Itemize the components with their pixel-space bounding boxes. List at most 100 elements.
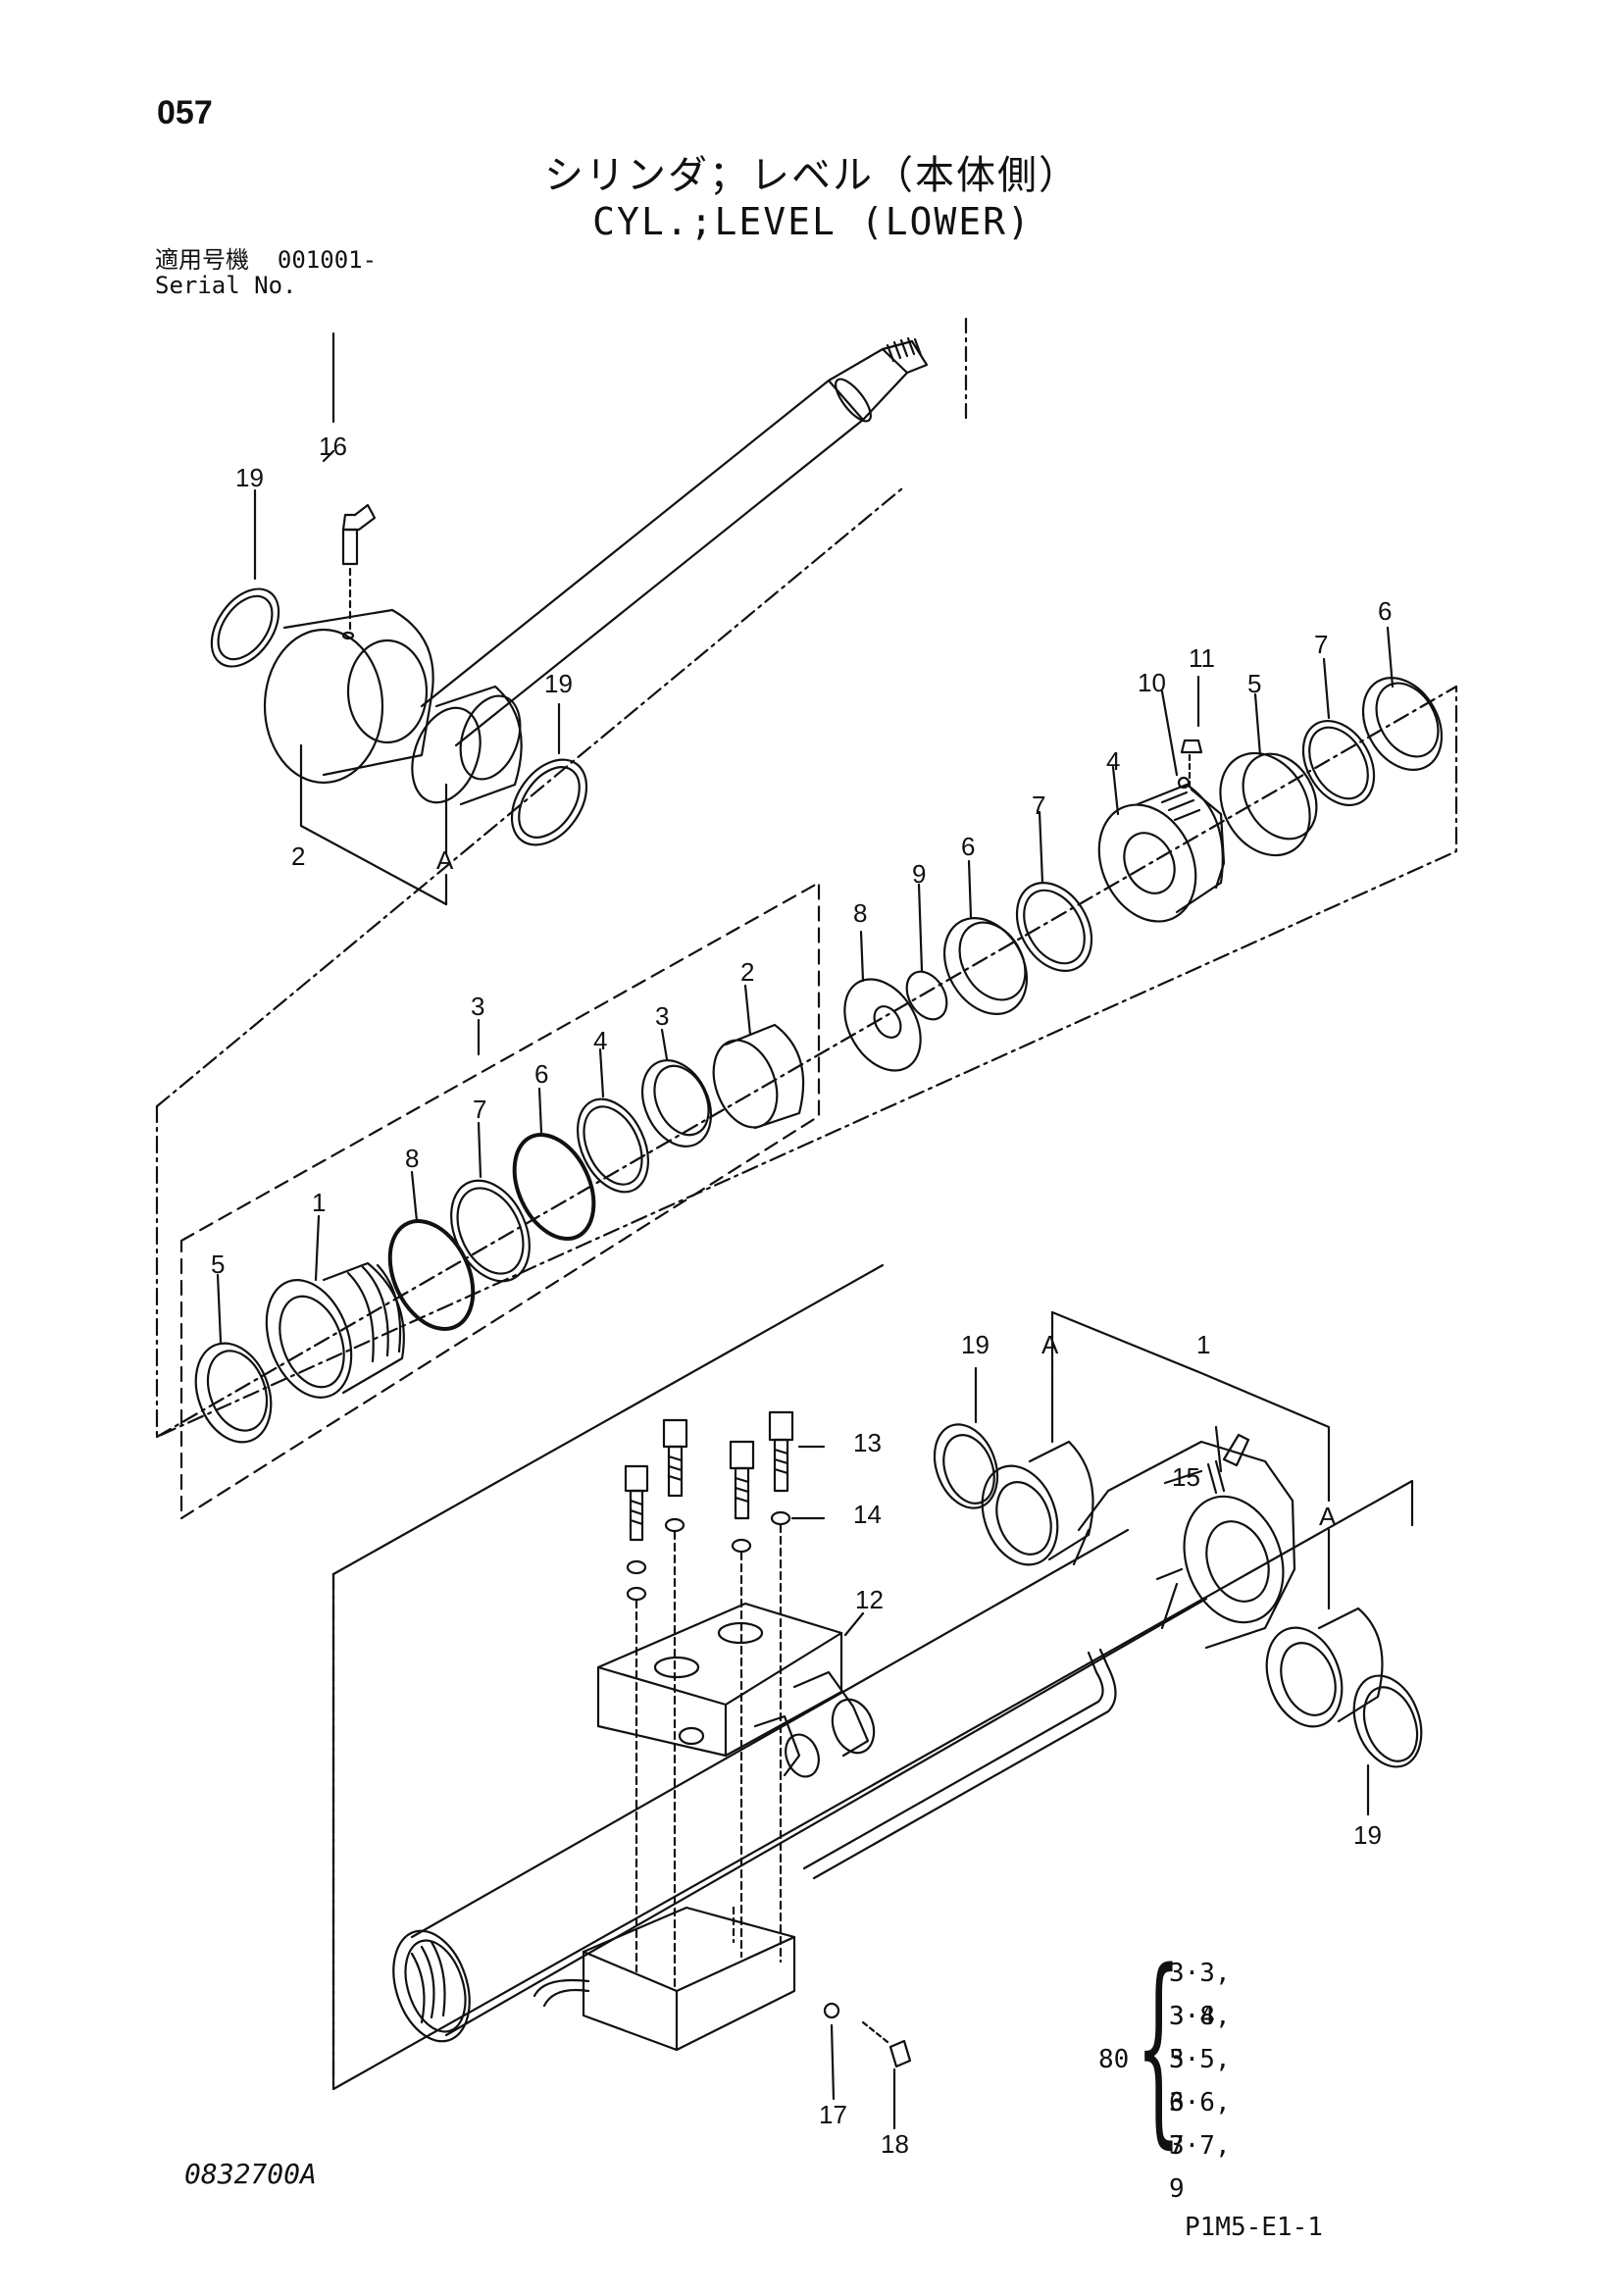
backup-ring-7-upper — [1301, 719, 1376, 807]
callout-3: 3 — [655, 1001, 669, 1031]
dust-seal-19-upper-left — [210, 587, 280, 668]
serial-label-jp: 適用号機 — [155, 246, 249, 274]
callout-7: 7 — [1032, 791, 1045, 820]
o-ring-6-kit — [512, 1133, 596, 1241]
backup-ring-4-kit — [577, 1097, 649, 1194]
kit-item: 3·7, 9 — [1169, 2131, 1231, 2204]
cylinder-tube — [392, 1528, 1208, 2043]
backup-ring-7-mid — [1015, 881, 1093, 973]
callout-13: 13 — [853, 1428, 882, 1457]
bolt-leaders — [634, 1523, 783, 1993]
seal-3-kit — [640, 1059, 713, 1148]
callout-17: 17 — [819, 2100, 847, 2129]
bolt-13-b — [662, 1418, 688, 1533]
bolt-13-d — [768, 1410, 794, 1526]
callout-a: A — [436, 845, 454, 875]
drawing-number: 0832700A — [184, 2158, 317, 2190]
kit-brace: { — [1136, 1926, 1182, 2167]
lower-right-leaders — [974, 1310, 1370, 1816]
callout-19: 19 — [235, 463, 264, 492]
rod-eye-head — [263, 608, 434, 785]
callout-18: 18 — [881, 2129, 909, 2159]
callout-5: 5 — [211, 1250, 225, 1279]
ball-10 — [1177, 776, 1191, 790]
upper-leader-lines — [253, 332, 561, 906]
page-code: P1M5-E1-1 — [1185, 2213, 1323, 2242]
grease-fitting-16 — [341, 503, 377, 632]
kit-number: 80 — [1098, 2045, 1130, 2074]
cylinder-eye-bottom — [1077, 1425, 1296, 1650]
callout-10: 10 — [1138, 668, 1166, 697]
bushing-a-lower-left — [981, 1440, 1094, 1566]
callout-1: 1 — [312, 1188, 326, 1217]
bushing-2-kit — [712, 1023, 805, 1130]
seal-5-lower — [194, 1342, 273, 1444]
callout-9: 9 — [912, 859, 926, 889]
dust-seal-19-upper-right — [510, 758, 588, 846]
callout-2: 2 — [291, 842, 305, 871]
seal-6-upper — [1361, 677, 1444, 771]
piston-4 — [1097, 783, 1226, 923]
dust-seal-19-lower-left — [933, 1423, 999, 1509]
bolt-13-c — [729, 1440, 755, 1554]
callout-19: 19 — [544, 669, 573, 698]
grease-fitting-15 — [1206, 1433, 1250, 1495]
page-title-english: CYL.;LEVEL (LOWER) — [592, 200, 1032, 243]
kit-items: 3·3, 3·8 3·4, 5 3·5, 6 3·6, 7 3·7, 9 — [1169, 1952, 1231, 2204]
upper-right-leaders — [859, 626, 1395, 983]
cylinder-head-1 — [265, 1261, 405, 1399]
page-number: 057 — [157, 94, 213, 131]
bushing-a-upper — [411, 685, 523, 806]
callout-3: 3 — [471, 992, 484, 1021]
kit-item: 3·3, 3·8 — [1169, 1959, 1231, 2031]
callout-4: 4 — [593, 1026, 607, 1055]
bushing-a-lower-right — [1265, 1607, 1384, 1728]
head-kit-boundary — [179, 881, 821, 1520]
callout-16: 16 — [319, 432, 347, 461]
kit-item: 3·4, 5 — [1169, 2002, 1231, 2074]
plug-18 — [861, 2020, 912, 2068]
ball-17 — [823, 2002, 840, 2019]
callout-6: 6 — [1378, 596, 1392, 626]
callout-a: A — [1319, 1502, 1337, 1531]
callout-6: 6 — [534, 1059, 548, 1089]
rod-envelope-boundary — [155, 685, 1458, 1439]
callout-7: 7 — [1314, 630, 1328, 659]
page-title-japanese: シリンダ；レベル（本体側） — [544, 154, 1080, 197]
callout-15: 15 — [1172, 1462, 1200, 1492]
valve-block-12 — [596, 1602, 876, 1778]
dust-seal-19-lower-right — [1352, 1674, 1423, 1768]
serial-info: 適用号機 001001- Serial No. — [155, 247, 377, 298]
callout-7: 7 — [473, 1095, 486, 1124]
callout-19: 19 — [1353, 1820, 1382, 1850]
callout-a: A — [1041, 1330, 1059, 1359]
callout-5: 5 — [1247, 669, 1261, 698]
callout-8: 8 — [853, 898, 867, 928]
kit-item: 3·6, 7 — [1169, 2088, 1231, 2161]
rod-envelope-boundary — [155, 486, 904, 1108]
o-ring-8-kit — [387, 1219, 476, 1331]
callout-6: 6 — [961, 832, 975, 861]
o-ring-9 — [905, 970, 948, 1021]
plate-bottom — [582, 1906, 796, 2052]
slide-ring-5-upper — [1219, 751, 1318, 857]
backup-ring-7-kit — [450, 1179, 531, 1283]
nut-8 — [843, 978, 922, 1072]
serial-label-en: Serial No. — [155, 272, 297, 299]
callout-19: 19 — [961, 1330, 990, 1359]
kit-item: 3·5, 6 — [1169, 2045, 1231, 2117]
callout-14: 14 — [853, 1500, 882, 1529]
callout-8: 8 — [405, 1144, 419, 1173]
piston-rod — [420, 336, 929, 747]
callout-labels: 16 19 19 2 A 11 10 6 7 5 4 7 6 9 8 2 3 3… — [211, 432, 1392, 2159]
callout-11: 11 — [1189, 643, 1215, 673]
bolt-13-a — [624, 1464, 649, 1602]
callout-1: 1 — [1196, 1330, 1210, 1359]
set-screw-11 — [1180, 739, 1203, 789]
callout-12: 12 — [855, 1585, 884, 1614]
pipe — [533, 1648, 1117, 2008]
serial-value: 001001- — [277, 246, 378, 274]
callout-2: 2 — [740, 957, 754, 987]
seal-6-mid — [942, 917, 1029, 1015]
